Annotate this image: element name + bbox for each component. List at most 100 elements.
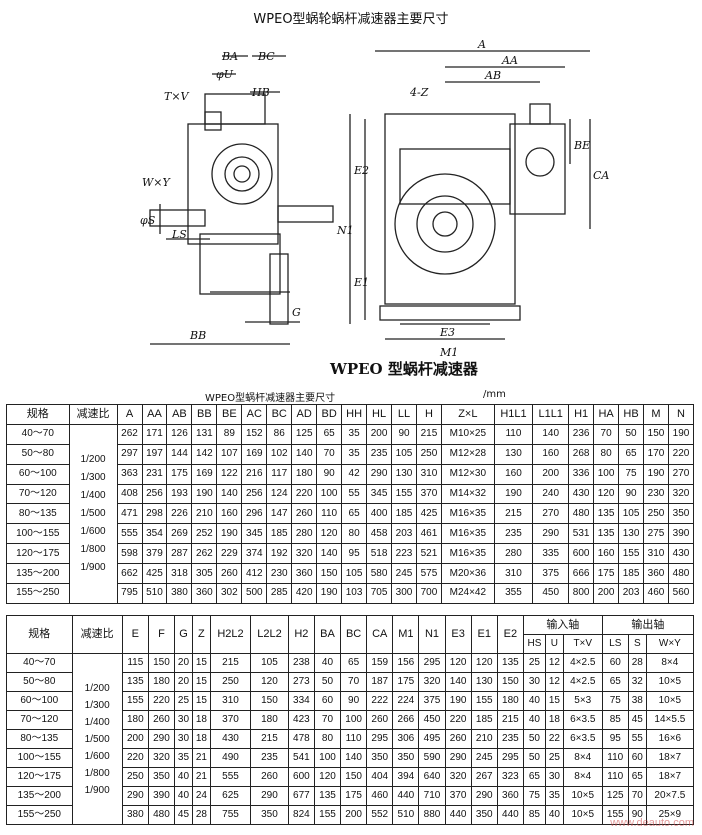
header-cell: AC: [241, 404, 268, 425]
table-cell: 370: [415, 483, 442, 505]
watermark: www.deauto.com: [610, 817, 694, 829]
drawing-caption: WPEO 型蜗杆减速器: [330, 360, 478, 378]
table-cell: M16×35: [440, 523, 495, 545]
table-cell: 640: [418, 767, 446, 787]
table-cell: 215: [493, 503, 534, 525]
table-cell: 335: [532, 543, 570, 565]
table-cell: 110: [601, 748, 629, 768]
table-cell: 110: [493, 423, 534, 445]
table-cell: 203: [618, 583, 645, 604]
table-cell: 100～155: [6, 523, 70, 545]
table-cell: 310: [209, 691, 252, 711]
table-cell: 131: [191, 423, 218, 445]
table-cell: 125: [291, 423, 318, 445]
table-cell: 18×7: [645, 767, 695, 787]
table-cell: 226: [166, 503, 193, 525]
table-cell: 124: [266, 483, 293, 505]
table-cell: 245: [470, 748, 498, 768]
table-cell: 185: [391, 503, 417, 525]
table-cell: 824: [287, 805, 315, 825]
table-cell: 171: [141, 423, 168, 445]
table-cell: 423: [287, 710, 315, 730]
table-cell: 40: [313, 653, 342, 673]
table-cell: 120: [250, 672, 289, 692]
table-cell: 30: [174, 710, 193, 730]
table-cell: 320: [418, 672, 446, 692]
table-cell: 666: [568, 563, 595, 585]
header-cell: A: [116, 404, 143, 425]
table-cell: 471: [116, 503, 143, 525]
table-cell: 187: [366, 672, 394, 692]
table-cell: 290: [532, 523, 570, 545]
table-cell: 15: [191, 672, 211, 692]
table-cell: 350: [250, 805, 289, 825]
table-cell: 75: [618, 463, 645, 485]
table-cell: 140: [216, 483, 243, 505]
table-cell: 6×3.5: [562, 729, 603, 749]
label-WxY: W×Y: [142, 176, 172, 189]
gearbox-drawing: BA BC φU T×V HB W×Y φS LS G BB A AA AB 4…: [140, 38, 609, 359]
table-cell: 14×5.5: [645, 710, 695, 730]
header-cell: Z×L: [440, 404, 495, 425]
table-cell: 379: [141, 543, 168, 565]
header-cell: LL: [391, 404, 417, 425]
table-cell: 320: [291, 543, 318, 565]
table-cell: 35: [341, 423, 368, 445]
table-cell: 480: [147, 805, 176, 825]
table-cell: 450: [532, 583, 570, 604]
table-cell: 345: [241, 523, 268, 545]
table-cell: 30: [522, 672, 546, 692]
header-cell: LS: [601, 634, 629, 654]
table-cell: 355: [493, 583, 534, 604]
front-view-body: [384, 113, 516, 305]
header-cell: T×V: [562, 634, 603, 654]
table-cell: 220: [147, 691, 176, 711]
table-cell: 140: [340, 748, 368, 768]
table-cell: 223: [391, 543, 417, 565]
table-cell: 28: [191, 805, 211, 825]
label-E1: E1: [353, 276, 369, 289]
table-cell: 85: [522, 805, 546, 825]
table-cell: 169: [241, 443, 268, 465]
table-cell: 150: [340, 767, 368, 787]
table-cell: 80: [593, 443, 620, 465]
table-cell: 290: [147, 729, 176, 749]
table-cell: 55: [627, 729, 647, 749]
table-cell: 8×4: [562, 748, 603, 768]
table-cell: 65: [341, 503, 368, 525]
table-cell: 363: [116, 463, 143, 485]
table-cell: 117: [266, 463, 293, 485]
table-cell: 155: [618, 543, 645, 565]
table-cell: 180: [496, 691, 524, 711]
table-cell: 700: [415, 583, 442, 604]
table-cell: 28: [627, 653, 647, 673]
table-cell: 30: [544, 767, 564, 787]
table-cell: 8×4: [562, 767, 603, 787]
table-cell: 175: [340, 786, 368, 806]
table-cell: 86: [266, 423, 293, 445]
label-4Z: 4-Z: [409, 86, 429, 99]
table-cell: 273: [287, 672, 315, 692]
table-cell: 103: [341, 583, 368, 604]
table-cell: 110: [316, 503, 343, 525]
label-BE: BE: [573, 139, 590, 152]
table-cell: 220: [121, 748, 149, 768]
table-cell: 240: [532, 483, 570, 505]
table-cell: 180: [250, 710, 289, 730]
table-cell: 12: [544, 672, 564, 692]
table-cell: 20×7.5: [645, 786, 695, 806]
table-cell: 705: [366, 583, 393, 604]
table-cell: 555: [209, 767, 252, 787]
table-cell: 135: [313, 786, 342, 806]
table-cell: 430: [667, 543, 695, 565]
table-cell: 38: [627, 691, 647, 711]
header-cell: 输入轴: [522, 615, 603, 635]
table-cell: 215: [415, 423, 442, 445]
table-cell: 155～250: [6, 805, 73, 825]
table-cell: 147: [266, 503, 293, 525]
table-cell: 190: [191, 483, 218, 505]
label-TxV: T×V: [164, 90, 190, 103]
table-cell: 260: [216, 563, 243, 585]
